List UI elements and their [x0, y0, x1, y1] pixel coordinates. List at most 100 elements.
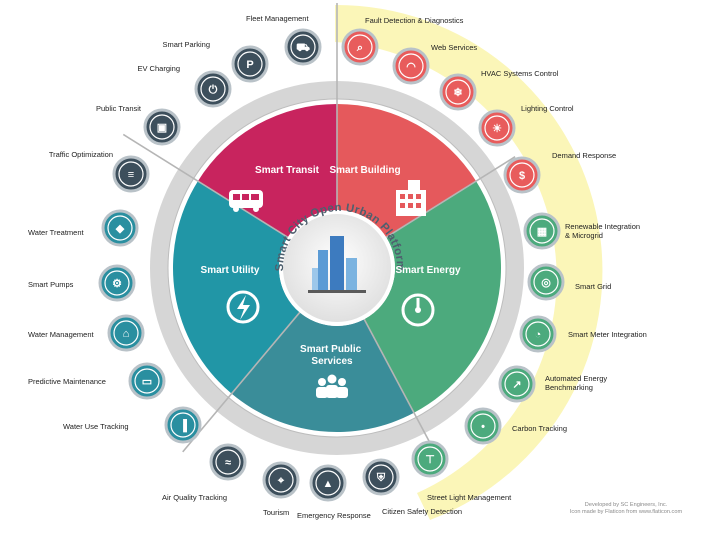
node-inner-ring	[347, 34, 373, 60]
sector-smart-utility	[173, 181, 300, 394]
node-label: Lighting Control	[521, 104, 574, 113]
node-label: Smart Meter Integration	[568, 330, 647, 339]
node-ev-charging[interactable]: ⏻	[194, 70, 232, 108]
node-smart-grid[interactable]: ◎	[527, 263, 565, 301]
node-water-treatment[interactable]: ◆	[101, 209, 139, 247]
plug-icon: ⏻	[209, 83, 218, 96]
node-inner-ring	[118, 161, 144, 187]
node-label: Water Treatment	[28, 228, 84, 237]
node-label: Predictive Maintenance	[28, 377, 106, 386]
node-label: Water Use Tracking	[63, 422, 129, 431]
lightbulb-icon: ☀	[492, 123, 502, 135]
people-icon	[316, 374, 348, 398]
node-inner-ring	[170, 412, 196, 438]
sector-divider	[385, 156, 516, 238]
node-citizen-safety-detection[interactable]: ⛨	[362, 458, 400, 496]
sector-divider	[122, 133, 289, 238]
sector-label-smart-energy: Smart Energy	[395, 265, 460, 276]
sector-smart-building	[337, 104, 477, 238]
node-lighting-control[interactable]: ☀	[478, 109, 516, 147]
node-fleet-management[interactable]: ⛟	[284, 28, 322, 66]
node-air-quality-tracking[interactable]: ≈	[209, 443, 247, 481]
node-web-services[interactable]: ◠	[392, 47, 430, 85]
node-traffic-optimization[interactable]: ≡	[112, 155, 150, 193]
node-street-light-management[interactable]: ⊤	[411, 440, 449, 478]
monitor-icon: ▭	[142, 376, 152, 388]
node-inner-ring	[368, 464, 394, 490]
sector-smart-energy	[364, 181, 502, 413]
node-inner-ring	[315, 470, 341, 496]
node-predictive-maintenance[interactable]: ▭	[128, 362, 166, 400]
node-smart-pumps[interactable]: ⚙	[98, 264, 136, 302]
node-label: Renewable Integration & Microgrid	[565, 222, 641, 240]
node-renewable-integration-microgrid[interactable]: ▦	[523, 212, 561, 250]
truck-icon: ⛟	[296, 42, 310, 54]
node-label: Street Light Management	[427, 493, 512, 502]
highlight-band	[335, 4, 603, 520]
node-inner-ring	[398, 53, 424, 79]
node-smart-parking[interactable]: P	[231, 45, 269, 83]
node-label: Demand Response	[552, 151, 617, 160]
gauge-icon	[401, 293, 435, 327]
sector-smart-transit	[197, 104, 337, 238]
node-label: Carbon Tracking	[512, 424, 568, 433]
chart-line-icon: ↗	[512, 379, 521, 391]
parking-icon: P	[246, 59, 253, 71]
map-pin-icon: ⌖	[277, 475, 285, 487]
credit-note: Developed by SC Engineers, Inc. Icon mad…	[566, 502, 686, 516]
node-demand-response[interactable]: $	[503, 156, 541, 194]
node-inner-ring	[504, 371, 530, 397]
node-water-management[interactable]: ⌂	[107, 314, 145, 352]
magnifier-icon: ⌕	[356, 42, 363, 54]
lightning-icon	[226, 290, 260, 324]
node-label: Automated Energy Benchmarking	[545, 374, 608, 392]
node-label: HVAC Systems Control	[481, 69, 559, 78]
sector-label-smart-building: Smart Building	[329, 165, 400, 176]
node-smart-meter-integration[interactable]: ◔	[519, 315, 557, 353]
node-inner-ring	[268, 467, 294, 493]
node-inner-ring	[445, 79, 471, 105]
node-inner-ring	[107, 215, 133, 241]
node-emergency-response[interactable]: ▲	[309, 464, 347, 502]
node-label: Smart Pumps	[28, 280, 74, 289]
sector-label-smart-transit: Smart Transit	[255, 165, 320, 176]
node-hvac-systems-control[interactable]: ❄	[439, 73, 477, 111]
node-inner-ring	[509, 162, 535, 188]
node-label: Fleet Management	[246, 14, 309, 23]
node-inner-ring	[417, 446, 443, 472]
node-inner-ring	[113, 320, 139, 346]
pump-icon: ⚙	[112, 278, 122, 290]
node-inner-ring	[237, 51, 263, 77]
node-label: Water Management	[28, 330, 94, 339]
node-inner-ring	[104, 270, 130, 296]
footprint-icon: •	[481, 421, 485, 433]
node-inner-ring	[484, 115, 510, 141]
sector-smart-public-services	[231, 312, 414, 432]
node-inner-ring	[525, 321, 551, 347]
node-tourism[interactable]: ⌖	[262, 461, 300, 499]
node-label: Fault Detection & Diagnostics	[365, 16, 464, 25]
wifi-icon: ◠	[406, 61, 416, 73]
node-label: Citizen Safety Detection	[382, 507, 463, 516]
node-label: Air Quality Tracking	[162, 493, 228, 502]
node-public-transit[interactable]: ▣	[143, 108, 181, 146]
solar-panel-icon: ▦	[537, 226, 547, 238]
train-icon: ▣	[157, 122, 167, 134]
node-inner-ring	[215, 449, 241, 475]
node-label: Public Transit	[95, 104, 141, 113]
streetlight-icon: ⊤	[425, 454, 435, 466]
node-label: Smart Grid	[575, 282, 612, 291]
node-fault-detection-diagnostics[interactable]: ⌕	[341, 28, 379, 66]
node-water-use-tracking[interactable]: ▐	[164, 406, 202, 444]
node-automated-energy-benchmarking[interactable]: ↗	[498, 365, 536, 403]
city-buildings-icon	[308, 236, 366, 293]
drop-icon: ◆	[115, 223, 125, 235]
sector-label-smart-utility: Smart Utility	[201, 265, 260, 276]
node-label: EV Charging	[137, 64, 180, 73]
dollar-icon: $	[519, 170, 525, 182]
sector-label-smart-public-services: Smart Public Services	[300, 344, 364, 367]
node-carbon-tracking[interactable]: •	[464, 407, 502, 445]
node-inner-ring	[290, 34, 316, 60]
node-label: Web Services	[431, 43, 478, 52]
